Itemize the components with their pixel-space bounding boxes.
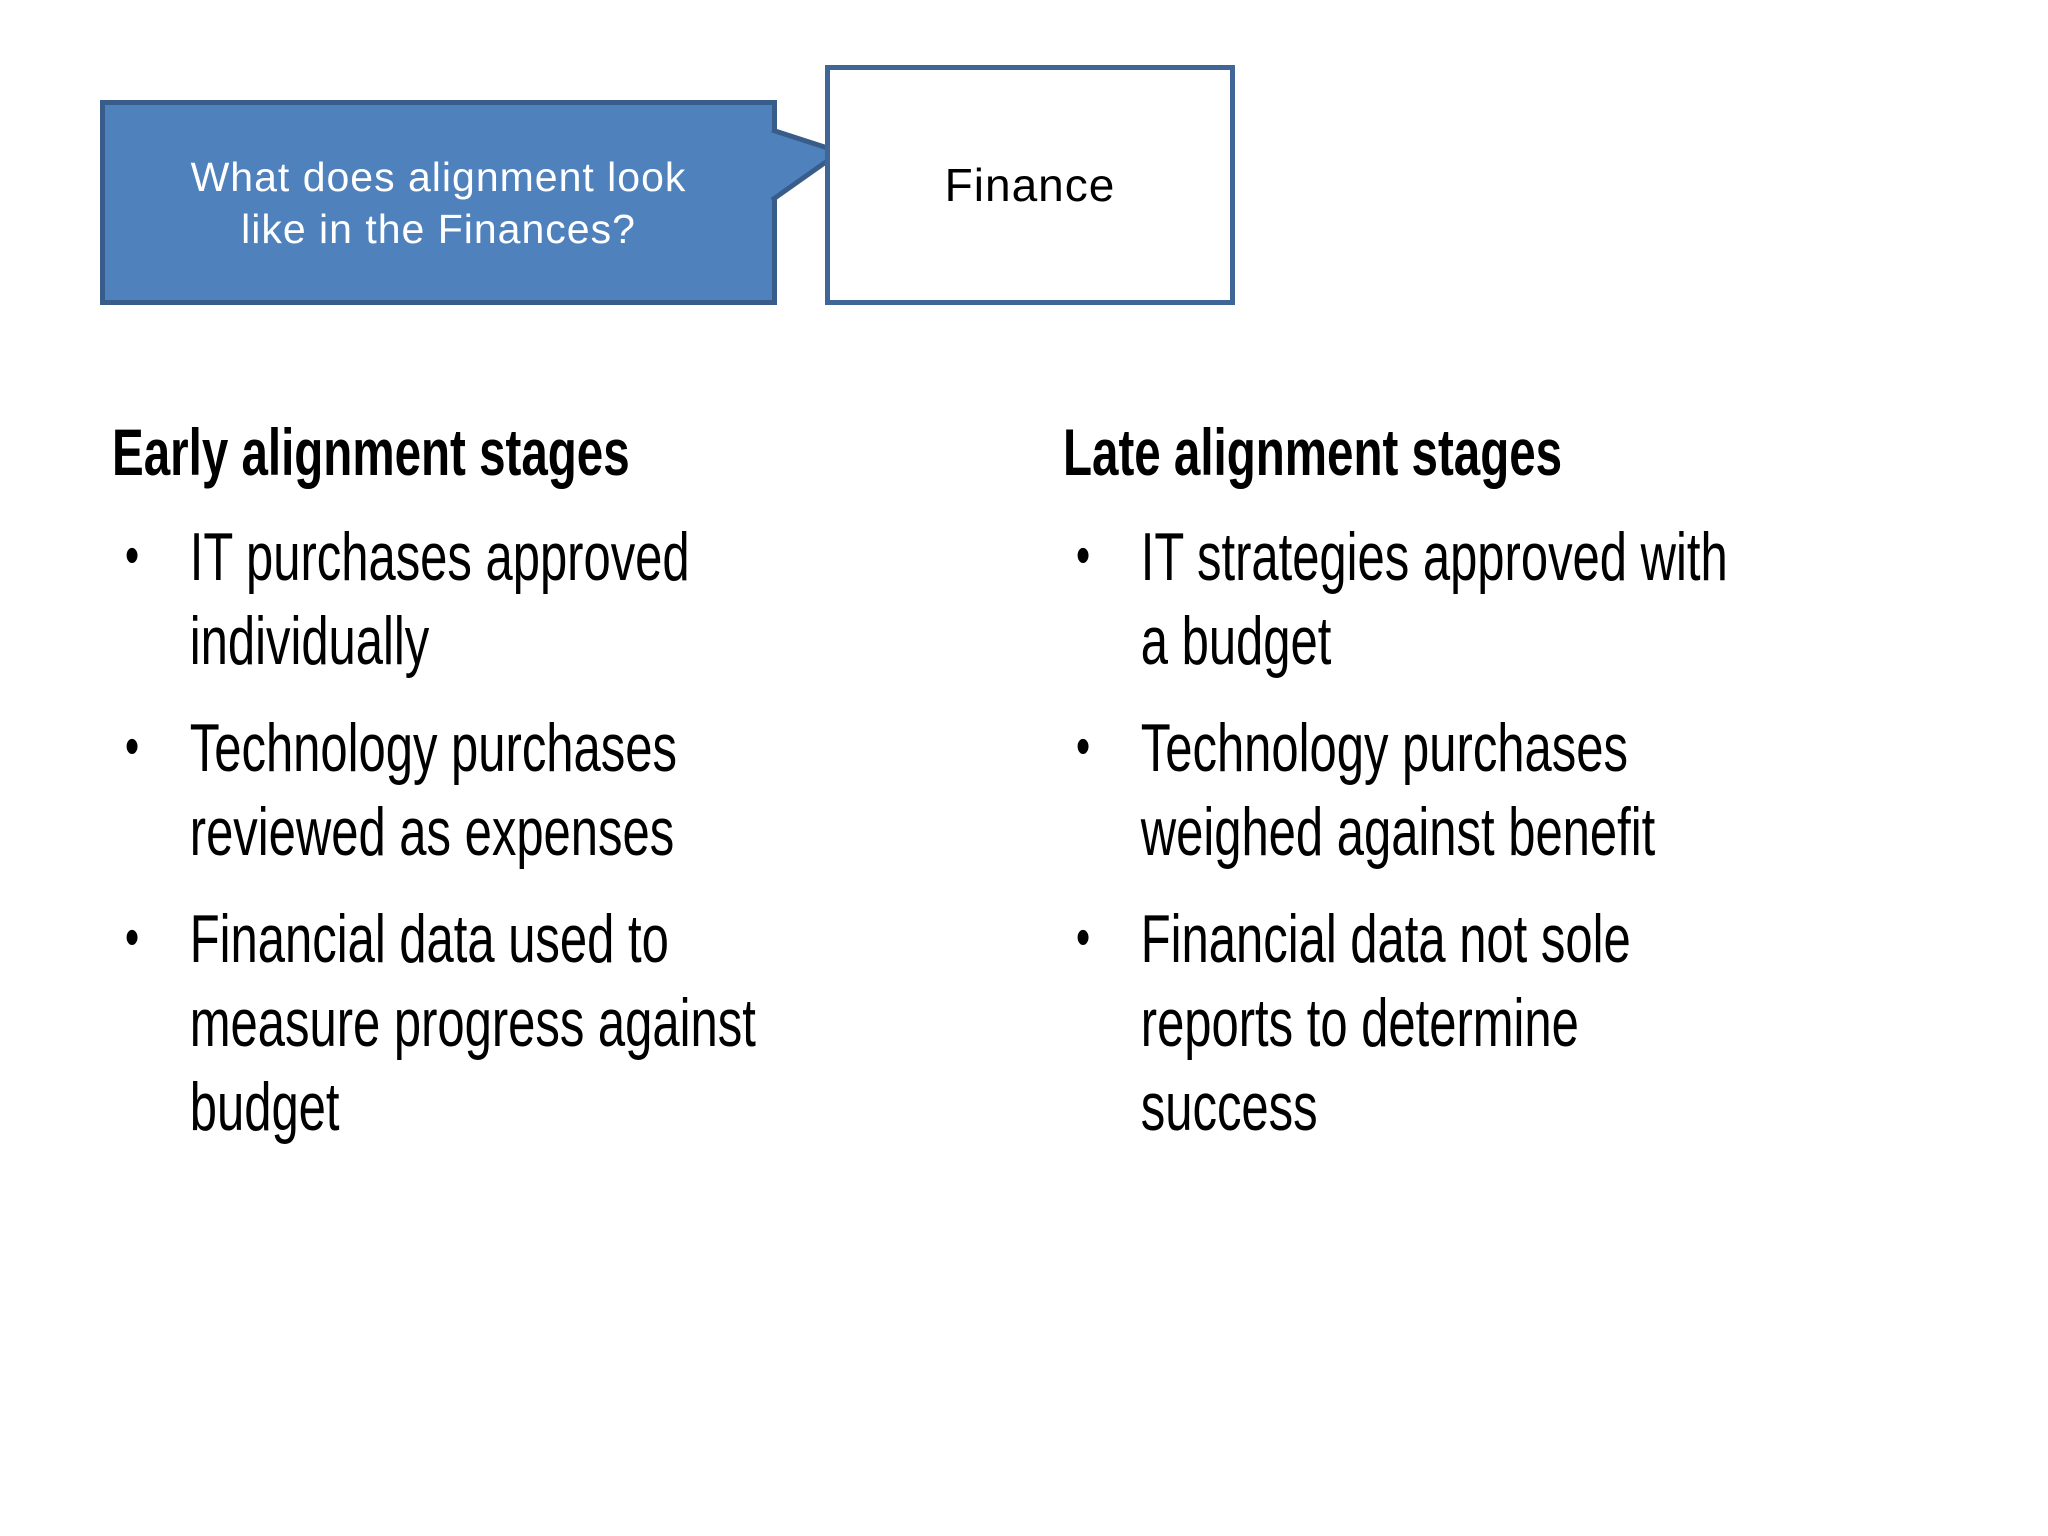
- bullet-text: Financial data not sole reports to deter…: [1140, 901, 1631, 1145]
- list-item: • Financial data not sole reports to det…: [1063, 897, 1927, 1149]
- bullet-icon: •: [1075, 905, 1091, 968]
- bullet-icon: •: [124, 523, 140, 586]
- list-item: • Technology purchases weighed against b…: [1063, 706, 1927, 874]
- bullet-text: IT purchases approved individually: [189, 519, 690, 679]
- bullet-text: Technology purchases reviewed as expense…: [189, 710, 677, 870]
- late-alignment-bullet-list: • IT strategies approved with a budget •…: [1063, 515, 1927, 1149]
- list-item: • Financial data used to measure progres…: [112, 897, 940, 1149]
- bullet-icon: •: [124, 714, 140, 777]
- bullet-icon: •: [124, 905, 140, 968]
- early-alignment-bullet-list: • IT purchases approved individually • T…: [112, 515, 940, 1149]
- finance-box-label: Finance: [944, 159, 1116, 211]
- list-item: • Technology purchases reviewed as expen…: [112, 706, 940, 874]
- column-late-alignment: Late alignment stages • IT strategies ap…: [1063, 412, 1927, 1149]
- finance-box: Finance: [825, 65, 1235, 305]
- callout-text: What does alignment look like in the Fin…: [190, 153, 687, 252]
- bullet-text: Financial data used to measure progress …: [189, 901, 756, 1145]
- column-early-alignment: Early alignment stages • IT purchases ap…: [112, 412, 940, 1149]
- list-item: • IT purchases approved individually: [112, 515, 940, 683]
- callout-bubble: What does alignment look like in the Fin…: [100, 100, 777, 305]
- early-alignment-heading: Early alignment stages: [112, 415, 630, 489]
- bullet-text: IT strategies approved with a budget: [1140, 519, 1728, 679]
- bullet-text: Technology purchases weighed against ben…: [1140, 710, 1656, 870]
- bullet-icon: •: [1075, 714, 1091, 777]
- late-alignment-heading: Late alignment stages: [1063, 415, 1563, 489]
- list-item: • IT strategies approved with a budget: [1063, 515, 1927, 683]
- bullet-icon: •: [1075, 523, 1091, 586]
